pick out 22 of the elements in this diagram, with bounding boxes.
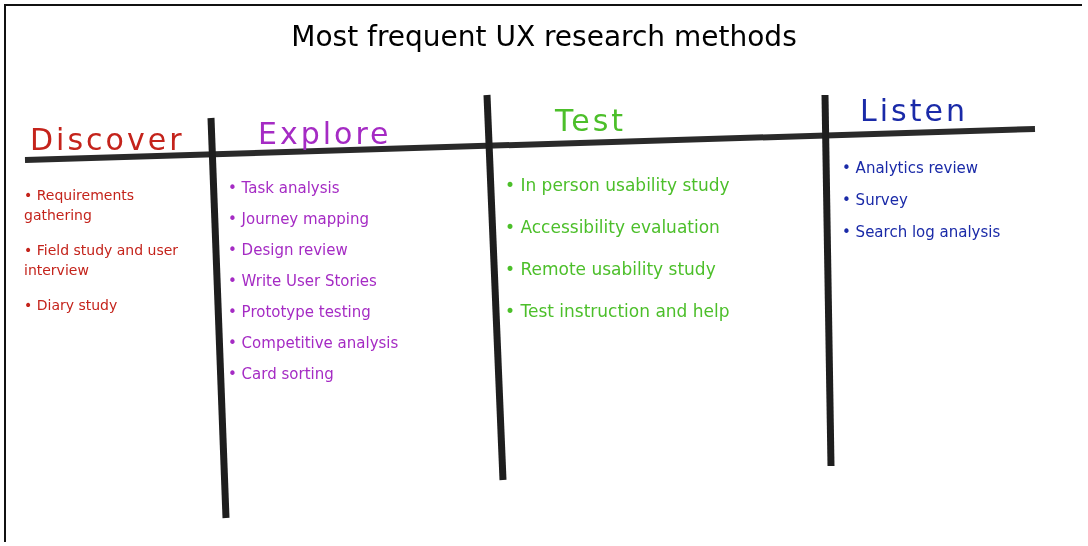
list-item: • Search log analysis (842, 222, 1001, 243)
list-item: • Survey (842, 190, 908, 211)
column-heading: Explore (258, 116, 392, 151)
column-heading: Listen (860, 93, 968, 128)
list-item: • Requirements gathering (24, 186, 136, 226)
list-item: • Analytics review (842, 158, 979, 179)
title: Most frequent UX research methods (290, 20, 798, 53)
list-item: • Competitive analysis (228, 333, 399, 354)
list-item: • Diary study (24, 296, 118, 315)
list-item: • Card sorting (228, 364, 334, 385)
list-item: • Remote usability study (505, 258, 716, 281)
list-item: • Test instruction and help (505, 300, 730, 323)
list-item: • Task analysis (228, 178, 340, 199)
list-item: • Journey mapping (228, 209, 370, 230)
list-item: • Field study and user interview (24, 241, 180, 281)
column-heading: Discover (30, 122, 185, 157)
list-item: • Write User Stories (228, 271, 377, 292)
list-item: • In person usability study (505, 174, 730, 197)
column-heading: Test (555, 103, 627, 138)
list-item: • Accessibility evaluation (505, 216, 720, 239)
list-item: • Prototype testing (228, 302, 371, 323)
list-item: • Design review (228, 240, 348, 261)
